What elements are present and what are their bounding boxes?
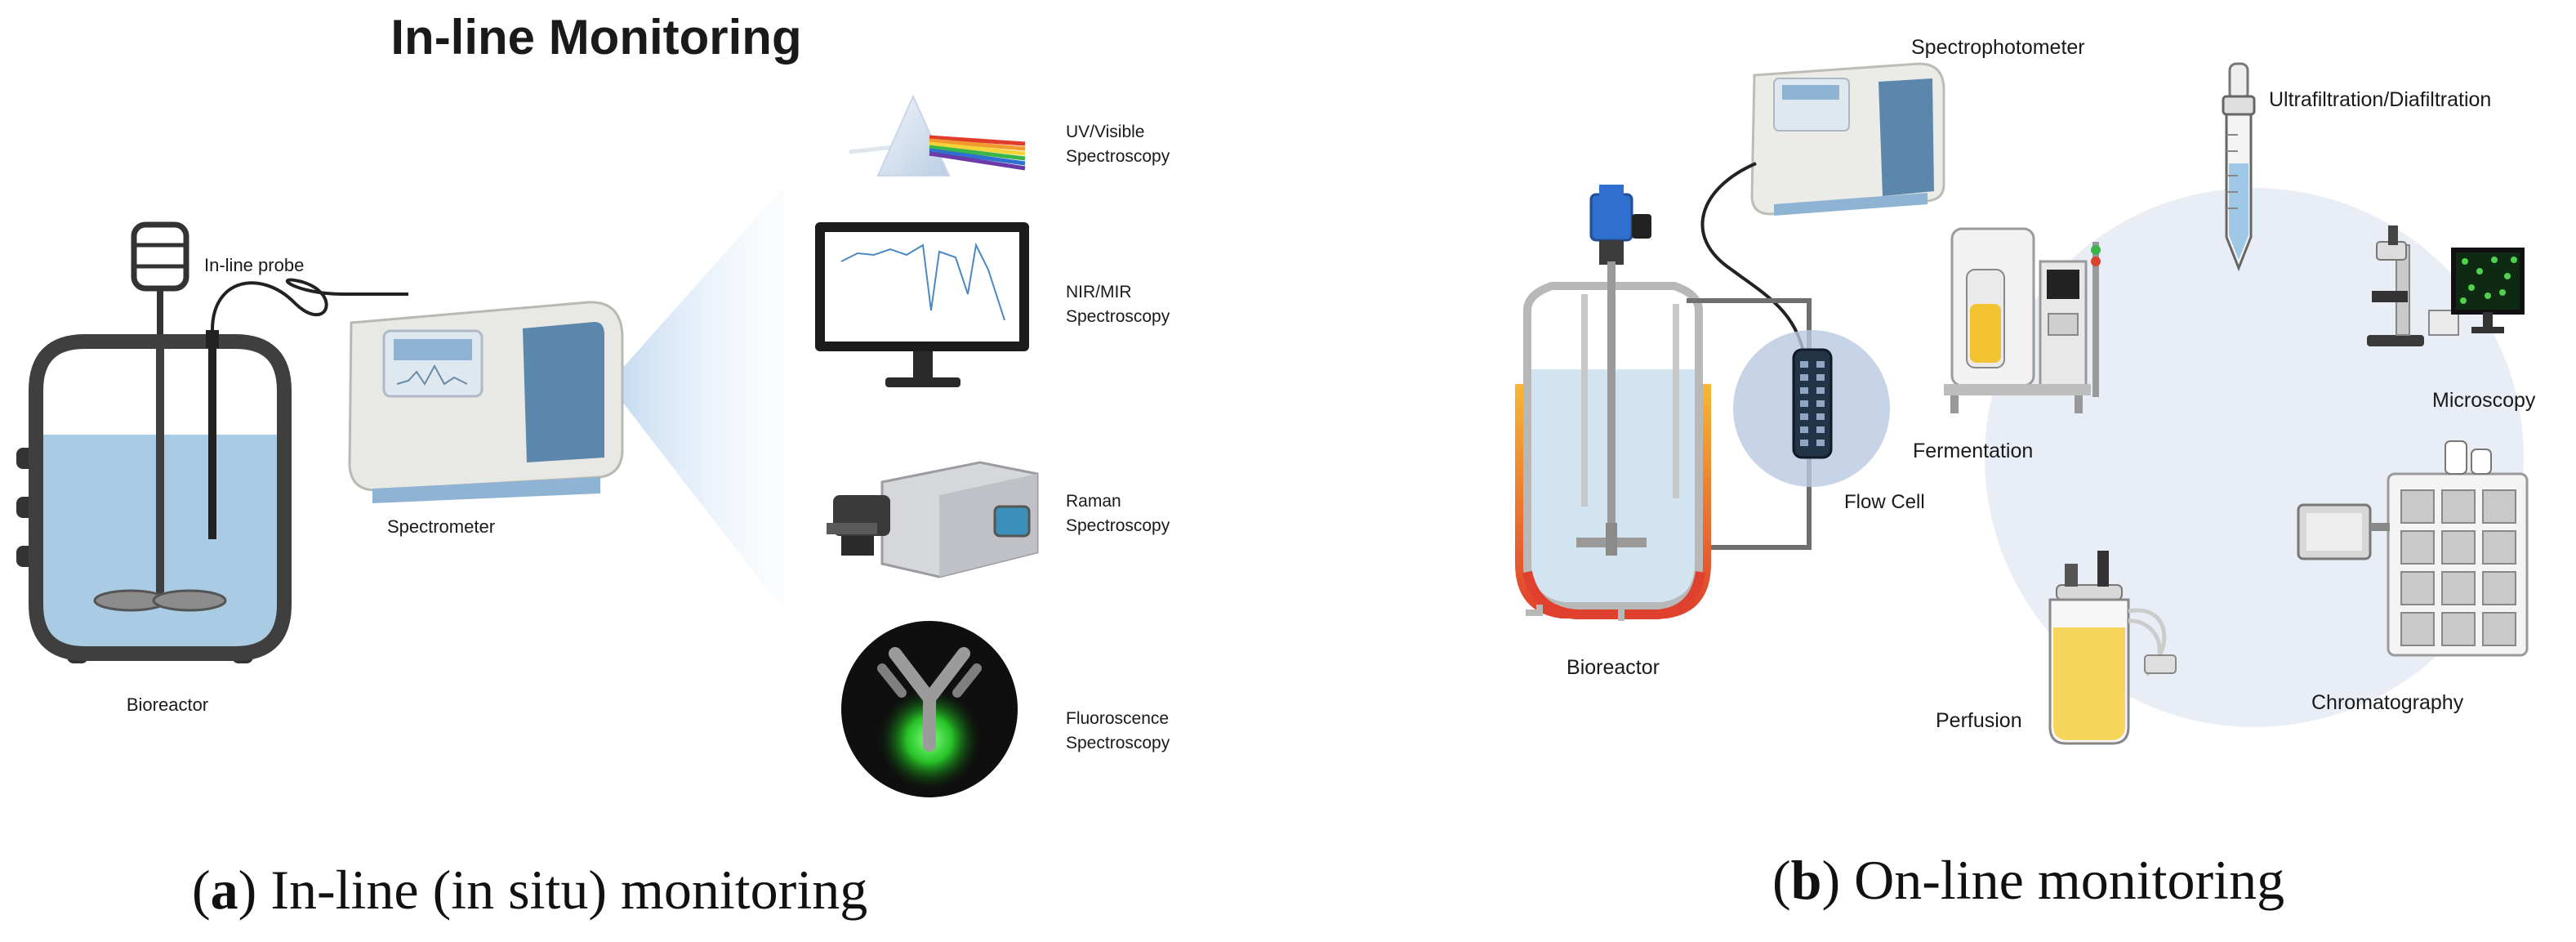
label-bioreactor-a: Bioreactor	[127, 694, 208, 715]
label-perfusion: Perfusion	[1936, 709, 2022, 732]
label-bioreactor-b: Bioreactor	[1567, 656, 1660, 679]
ultrafiltration-tube-icon	[2222, 62, 2256, 272]
monitor-icon	[815, 222, 1029, 387]
caption-b: (b) On-line monitoring	[1772, 849, 2284, 911]
label-nir-mir-1: NIR/MIR	[1066, 283, 1132, 301]
spectrometer-illustration	[348, 301, 624, 503]
panel-a-title: In-line Monitoring	[390, 10, 801, 65]
caption-a-letter: a	[211, 859, 238, 921]
caption-b-letter: b	[1791, 849, 1822, 911]
label-spectrophotometer: Spectrophotometer	[1911, 36, 2085, 59]
label-raman-1: Raman	[1066, 492, 1121, 511]
raman-instrument-icon	[827, 461, 1039, 578]
panel-a: In-line Monitoring	[16, 10, 1170, 921]
caption-a-text: In-line (in situ) monitoring	[256, 859, 867, 921]
flow-cell-illustration	[1733, 330, 1890, 487]
label-nir-mir-2: Spectroscopy	[1066, 307, 1170, 326]
bioreactor-b-illustration	[1515, 185, 1711, 621]
spectrophotometer-cable	[1700, 162, 1807, 360]
label-chromatography: Chromatography	[2311, 691, 2464, 714]
chromatography-system-icon	[2297, 440, 2529, 657]
panel-b: Spectrophotometer	[1515, 36, 2536, 911]
probe-cable	[211, 278, 408, 331]
label-in-line-probe: In-line probe	[204, 255, 304, 275]
label-flow-cell: Flow Cell	[1844, 491, 1925, 513]
fluorescence-antibody-icon	[841, 621, 1018, 797]
microscope-icon	[2367, 225, 2525, 346]
label-fermentation: Fermentation	[1913, 440, 2033, 462]
label-spectrometer: Spectrometer	[387, 516, 495, 537]
label-uv-vis-2: Spectroscopy	[1066, 147, 1170, 166]
motor-icon	[131, 221, 189, 342]
perfusion-vessel-icon	[2048, 551, 2177, 745]
bioreactor-a-illustration	[16, 221, 292, 663]
label-fluor-2: Spectroscopy	[1066, 734, 1170, 752]
label-uv-vis-1: UV/Visible	[1066, 123, 1145, 141]
fermentation-system-icon	[1944, 227, 2101, 413]
label-fluor-1: Fluoroscence	[1066, 709, 1169, 728]
caption-a: (a) In-line (in situ) monitoring	[192, 859, 867, 921]
spectrophotometer-illustration	[1750, 62, 1945, 216]
label-microscopy: Microscopy	[2432, 389, 2536, 412]
light-beam	[608, 186, 784, 611]
prism-icon	[849, 94, 1026, 176]
label-ultrafiltration: Ultrafiltration/Diafiltration	[2269, 88, 2491, 111]
label-raman-2: Spectroscopy	[1066, 516, 1170, 535]
caption-b-text: On-line monitoring	[1840, 849, 2284, 911]
